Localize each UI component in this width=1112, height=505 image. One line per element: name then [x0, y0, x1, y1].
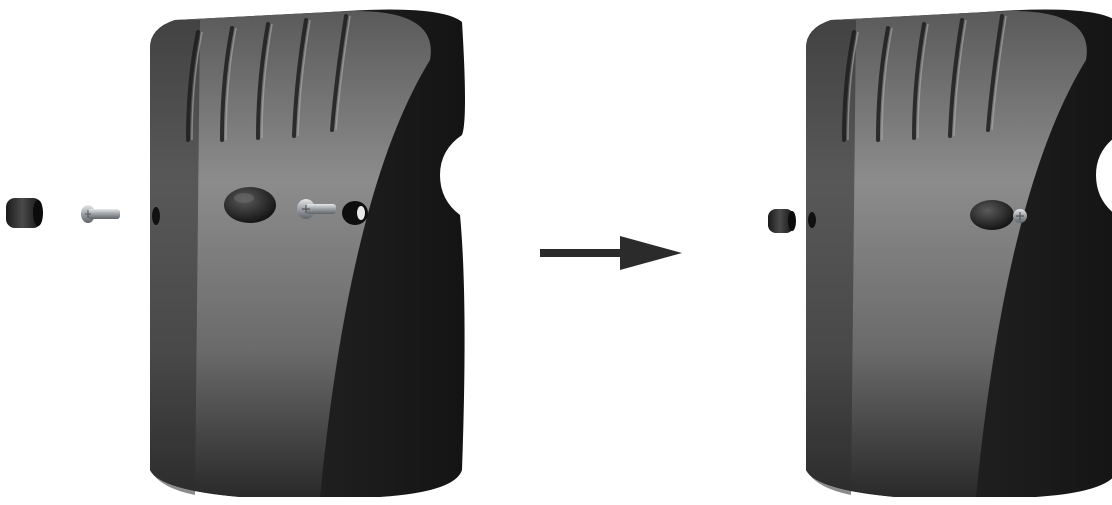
step-before — [6, 10, 465, 497]
inserted-screw-icon — [1013, 209, 1027, 223]
housing-icon — [806, 10, 1112, 497]
screw-icon — [81, 205, 120, 223]
housing-icon — [150, 10, 465, 497]
rubber-cap-icon — [768, 209, 796, 233]
step-after — [806, 10, 1112, 497]
rubber-cap-icon — [6, 198, 43, 228]
arrow-right-icon — [540, 236, 682, 270]
